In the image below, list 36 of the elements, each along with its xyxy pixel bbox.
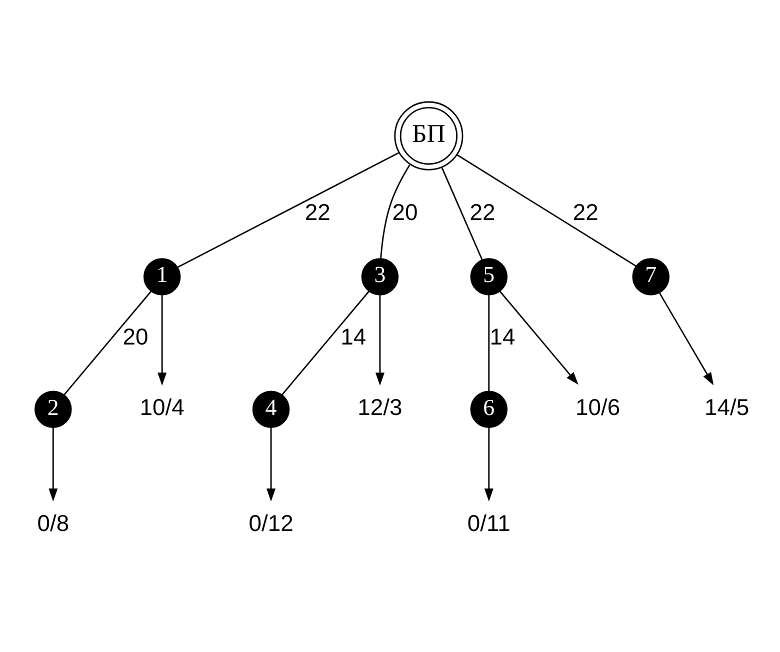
node-circle: 4 bbox=[252, 390, 290, 428]
connector bbox=[488, 294, 490, 391]
connector bbox=[178, 152, 399, 268]
node-circle: 2 bbox=[34, 390, 72, 428]
node-circle: 6 bbox=[470, 390, 508, 428]
edge-label: 22 bbox=[304, 198, 330, 224]
node-text: 14/5 bbox=[704, 393, 750, 420]
node-circle: БП bbox=[394, 100, 464, 170]
edge-label: 14 bbox=[340, 323, 366, 350]
arrow bbox=[375, 294, 384, 386]
node-circle: 1 bbox=[143, 258, 181, 295]
connector bbox=[282, 290, 370, 395]
connector bbox=[64, 290, 152, 395]
arrow bbox=[658, 292, 714, 385]
connector bbox=[441, 167, 483, 260]
edge-label: 20 bbox=[392, 198, 418, 224]
edge-label: 14 bbox=[490, 323, 516, 350]
connector bbox=[456, 154, 636, 266]
edge-label: 22 bbox=[572, 198, 598, 224]
node-text: 12/3 bbox=[358, 393, 402, 420]
arrow bbox=[266, 427, 276, 501]
edge-label: 22 bbox=[470, 198, 496, 224]
node-text: 0/8 bbox=[37, 509, 70, 536]
connector bbox=[380, 164, 410, 258]
node-circle: 5 bbox=[470, 258, 508, 295]
node-text: 0/12 bbox=[248, 509, 294, 536]
node-circle: 7 bbox=[632, 258, 670, 295]
arrow bbox=[158, 294, 167, 386]
arrow bbox=[499, 290, 578, 384]
edge-label: 20 bbox=[122, 323, 148, 350]
arrow bbox=[484, 427, 494, 501]
node-text: 10/6 bbox=[576, 393, 620, 420]
node-text: 10/4 bbox=[140, 393, 184, 420]
node-circle: 3 bbox=[361, 258, 399, 295]
node-text: 0/11 bbox=[467, 509, 510, 536]
arrow bbox=[48, 427, 58, 501]
